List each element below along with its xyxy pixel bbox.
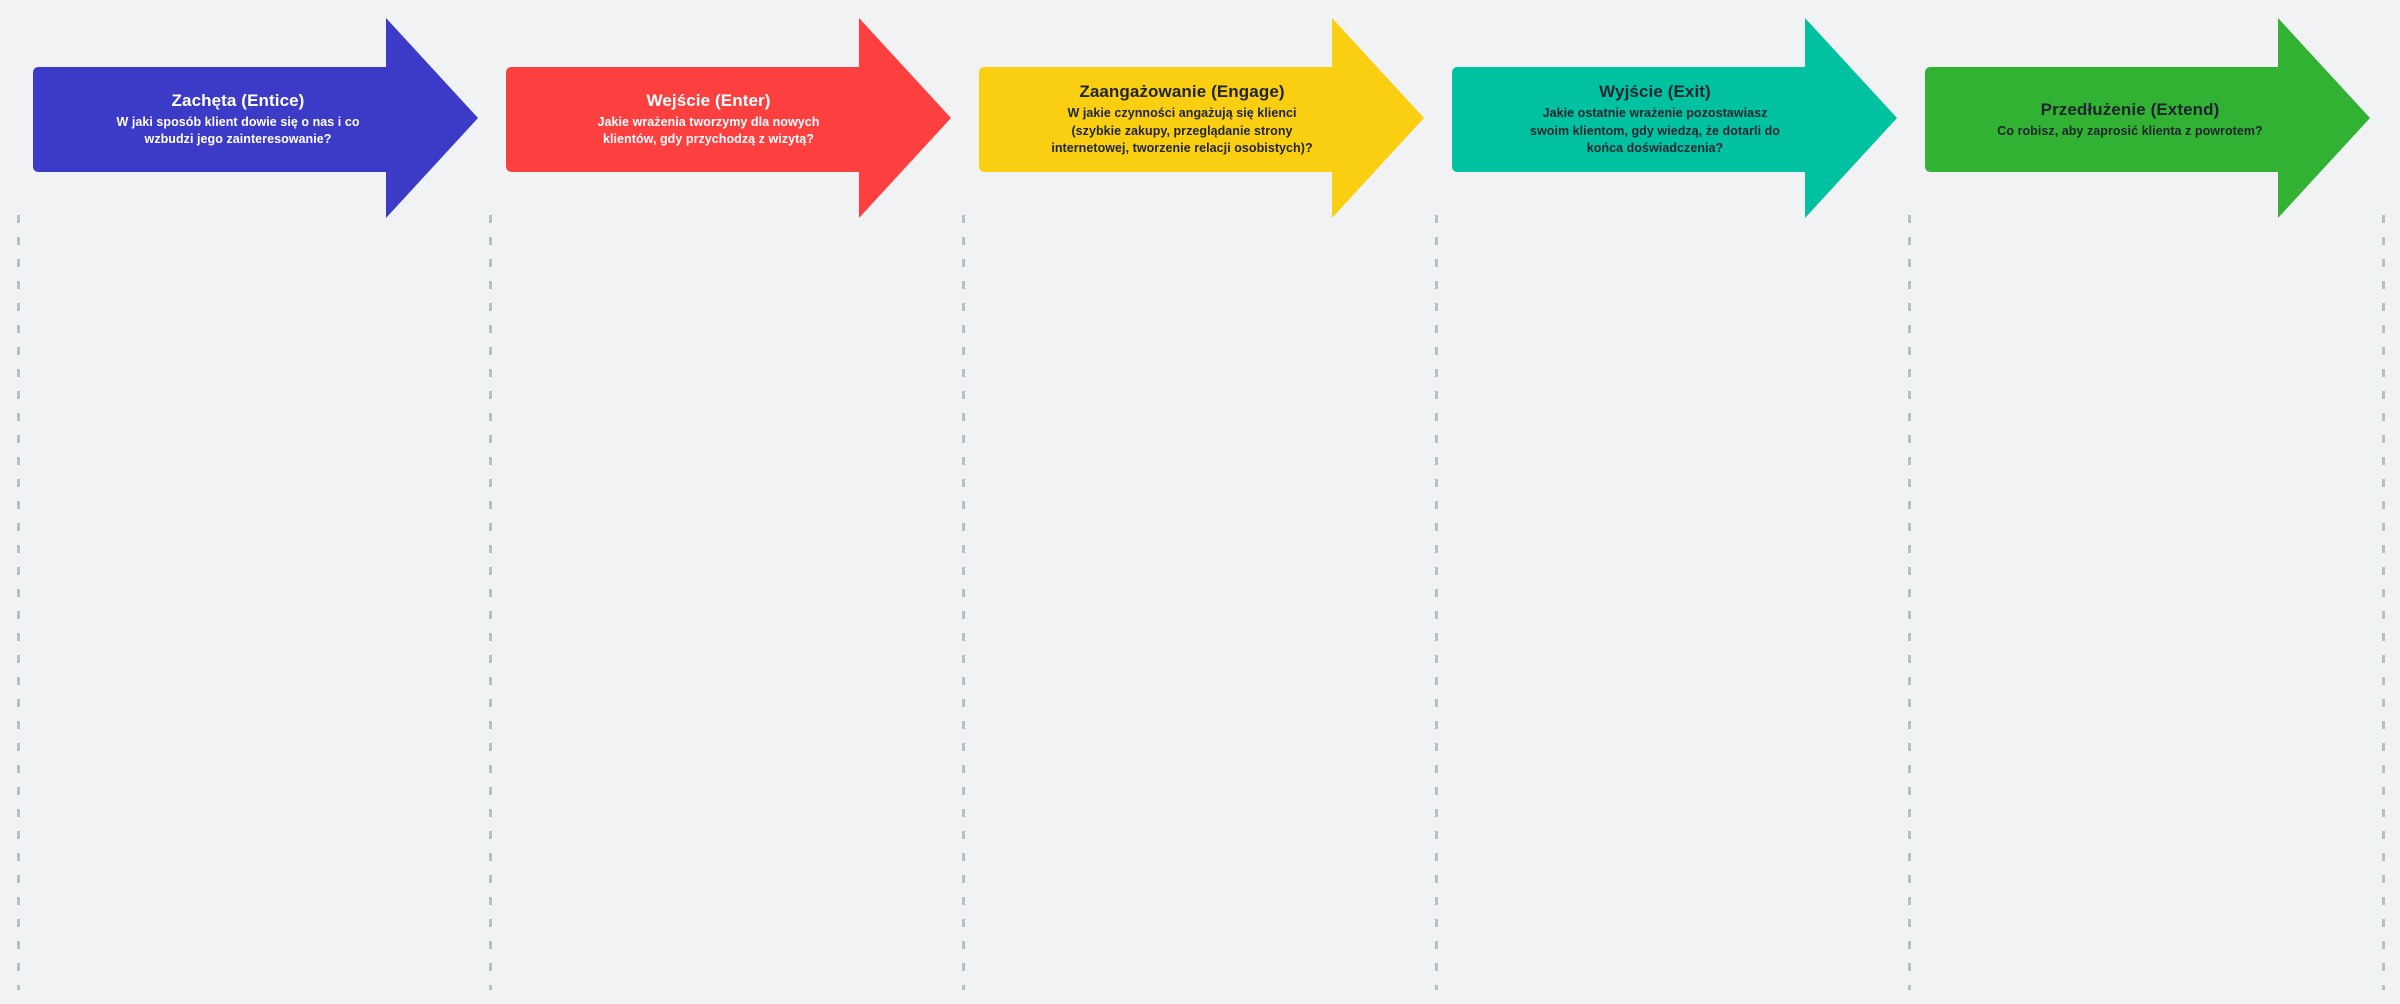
arrow-shape-extend xyxy=(1925,18,2370,218)
arrow-shape-engage xyxy=(979,18,1424,218)
journey-stage-engage[interactable]: Zaangażowanie (Engage) W jakie czynności … xyxy=(979,18,1424,218)
column-divider-0 xyxy=(17,215,20,990)
journey-stage-enter[interactable]: Wejście (Enter) Jakie wrażenia tworzymy d… xyxy=(506,18,951,218)
stage-question-extend: Co robisz, aby zaprosić klienta z powrot… xyxy=(1997,123,2263,138)
stage-text-block-enter: Wejście (Enter) Jakie wrażenia tworzymy d… xyxy=(556,67,861,172)
journey-stage-entice[interactable]: Zachęta (Entice) W jaki sposób klient dow… xyxy=(33,18,478,218)
stage-text-block-engage: Zaangażowanie (Engage) W jakie czynności … xyxy=(1027,67,1337,172)
stage-question-enter: Jakie wrażenia tworzymy dla nowych klien… xyxy=(597,114,820,147)
stage-question-entice: W jaki sposób klient dowie się o nas i c… xyxy=(116,114,360,147)
arrow-shape-entice xyxy=(33,18,478,218)
stage-title-enter: Wejście (Enter) xyxy=(646,90,771,110)
journey-stage-row: Zachęta (Entice) W jaki sposób klient dow… xyxy=(0,0,2400,230)
stage-text-block-entice: Zachęta (Entice) W jaki sposób klient dow… xyxy=(88,67,388,172)
stage-title-extend: Przedłużenie (Extend) xyxy=(2040,99,2220,119)
journey-stage-extend[interactable]: Przedłużenie (Extend) Co robisz, aby zapr… xyxy=(1925,18,2370,218)
column-divider-4 xyxy=(1908,215,1911,990)
arrow-shape-exit xyxy=(1452,18,1897,218)
stage-text-block-extend: Przedłużenie (Extend) Co robisz, aby zapr… xyxy=(1965,67,2295,172)
stage-question-engage: W jakie czynności angażują się klienci (… xyxy=(1051,105,1313,156)
stage-question-exit: Jakie ostatnie wrażenie pozostawiasz swo… xyxy=(1529,105,1780,156)
arrow-fill xyxy=(506,18,951,218)
column-divider-5 xyxy=(2382,215,2385,990)
arrow-fill xyxy=(33,18,478,218)
stage-title-exit: Wyjście (Exit) xyxy=(1599,81,1711,101)
arrow-fill xyxy=(979,18,1424,218)
column-divider-3 xyxy=(1435,215,1438,990)
column-divider-2 xyxy=(962,215,965,990)
stage-title-entice: Zachęta (Entice) xyxy=(171,90,305,110)
arrow-fill xyxy=(1925,18,2370,218)
column-divider-1 xyxy=(489,215,492,990)
stage-text-block-exit: Wyjście (Exit) Jakie ostatnie wrażenie po… xyxy=(1500,67,1810,172)
arrow-shape-enter xyxy=(506,18,951,218)
arrow-fill xyxy=(1452,18,1897,218)
stage-title-engage: Zaangażowanie (Engage) xyxy=(1079,81,1285,101)
journey-stage-exit[interactable]: Wyjście (Exit) Jakie ostatnie wrażenie po… xyxy=(1452,18,1897,218)
